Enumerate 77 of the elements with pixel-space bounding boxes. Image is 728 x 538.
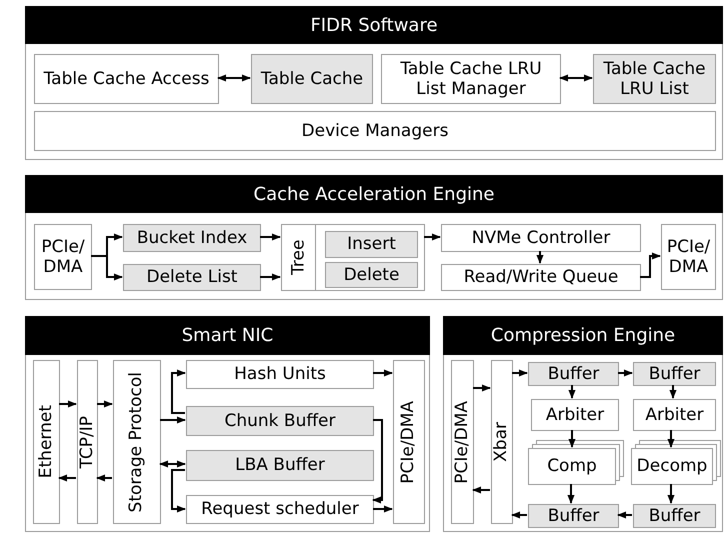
arrow [171, 469, 186, 513]
arrow [511, 511, 527, 519]
module-panel [25, 175, 723, 300]
arrow [171, 369, 186, 414]
arrow [568, 430, 576, 448]
arrow [260, 273, 281, 281]
arrow [372, 419, 383, 504]
vertical-block [33, 360, 60, 524]
process-box: Read/Write Queue [441, 264, 641, 291]
vertical-block [451, 360, 474, 524]
module-panel [443, 316, 723, 532]
arrow [97, 400, 113, 408]
process-box: NVMe Controller [441, 224, 641, 252]
panel-title: Cache Acceleration Engine [25, 175, 723, 213]
arrow [424, 233, 441, 241]
module-panel [25, 6, 723, 160]
module-panel [25, 316, 430, 532]
buffer-box: Insert [325, 231, 418, 258]
arrow [618, 369, 633, 377]
arrow [667, 430, 675, 448]
stacked-unit-box: Decomp [631, 448, 713, 485]
arrow [58, 474, 76, 482]
process-box: Device Managers [34, 111, 716, 151]
arrow [617, 511, 632, 519]
buffer-box: Delete [325, 262, 418, 288]
block-label: Xbar [492, 422, 512, 462]
arrow [260, 233, 281, 241]
buffer-box: Delete List [123, 264, 261, 291]
arrow [217, 74, 251, 82]
arrow [473, 384, 491, 392]
buffer-box: Bucket Index [123, 224, 261, 252]
process-box: Table Cache Access [34, 54, 219, 104]
block-label: Storage Protocol [127, 372, 147, 512]
process-box: Request scheduler [186, 495, 374, 524]
arrow [472, 486, 490, 494]
vertical-block [113, 360, 161, 524]
buffer-box: Chunk Buffer [186, 406, 374, 436]
arrow [373, 505, 393, 513]
buffer-box: Buffer [633, 504, 716, 528]
vertical-block [77, 360, 98, 524]
block-label: Tree [282, 225, 316, 290]
arrow [160, 416, 186, 424]
vertical-block [393, 360, 425, 524]
buffer-box: LBA Buffer [186, 450, 374, 481]
panel-title: Compression Engine [443, 316, 723, 355]
tree-box [281, 224, 425, 291]
block-label: PCIe/DMA [399, 400, 419, 484]
block-label: TCP/IP [78, 416, 98, 468]
arrow [512, 369, 528, 377]
process-box: Arbiter [633, 399, 716, 431]
arrow [59, 400, 77, 408]
arrow [96, 474, 112, 482]
buffer-box: Buffer [528, 362, 619, 386]
process-box: Table Cache LRU List Manager [381, 54, 561, 104]
block-label: Ethernet [36, 405, 56, 479]
process-box: PCIe/ DMA [661, 224, 716, 290]
process-box: Arbiter [531, 399, 619, 431]
arrow [373, 369, 393, 377]
arrow [640, 252, 661, 278]
buffer-box: Table Cache [251, 54, 373, 104]
panel-title: Smart NIC [25, 316, 430, 355]
buffer-box: Table Cache LRU List [593, 54, 716, 104]
buffer-box: Buffer [633, 362, 716, 386]
arrow [667, 484, 675, 504]
process-box: Hash Units [186, 360, 374, 389]
buffer-box: Buffer [528, 504, 619, 528]
process-box: PCIe/ DMA [34, 224, 92, 290]
arrow [536, 251, 544, 264]
arrow [567, 484, 575, 504]
block-label: PCIe/DMA [452, 400, 472, 484]
arrow [568, 385, 576, 399]
stacked-unit-box: Comp [528, 448, 616, 485]
vertical-block [491, 360, 513, 524]
panel-title: FIDR Software [25, 6, 723, 44]
arrow [669, 385, 677, 399]
arrow [559, 74, 593, 82]
arrow [159, 460, 186, 468]
